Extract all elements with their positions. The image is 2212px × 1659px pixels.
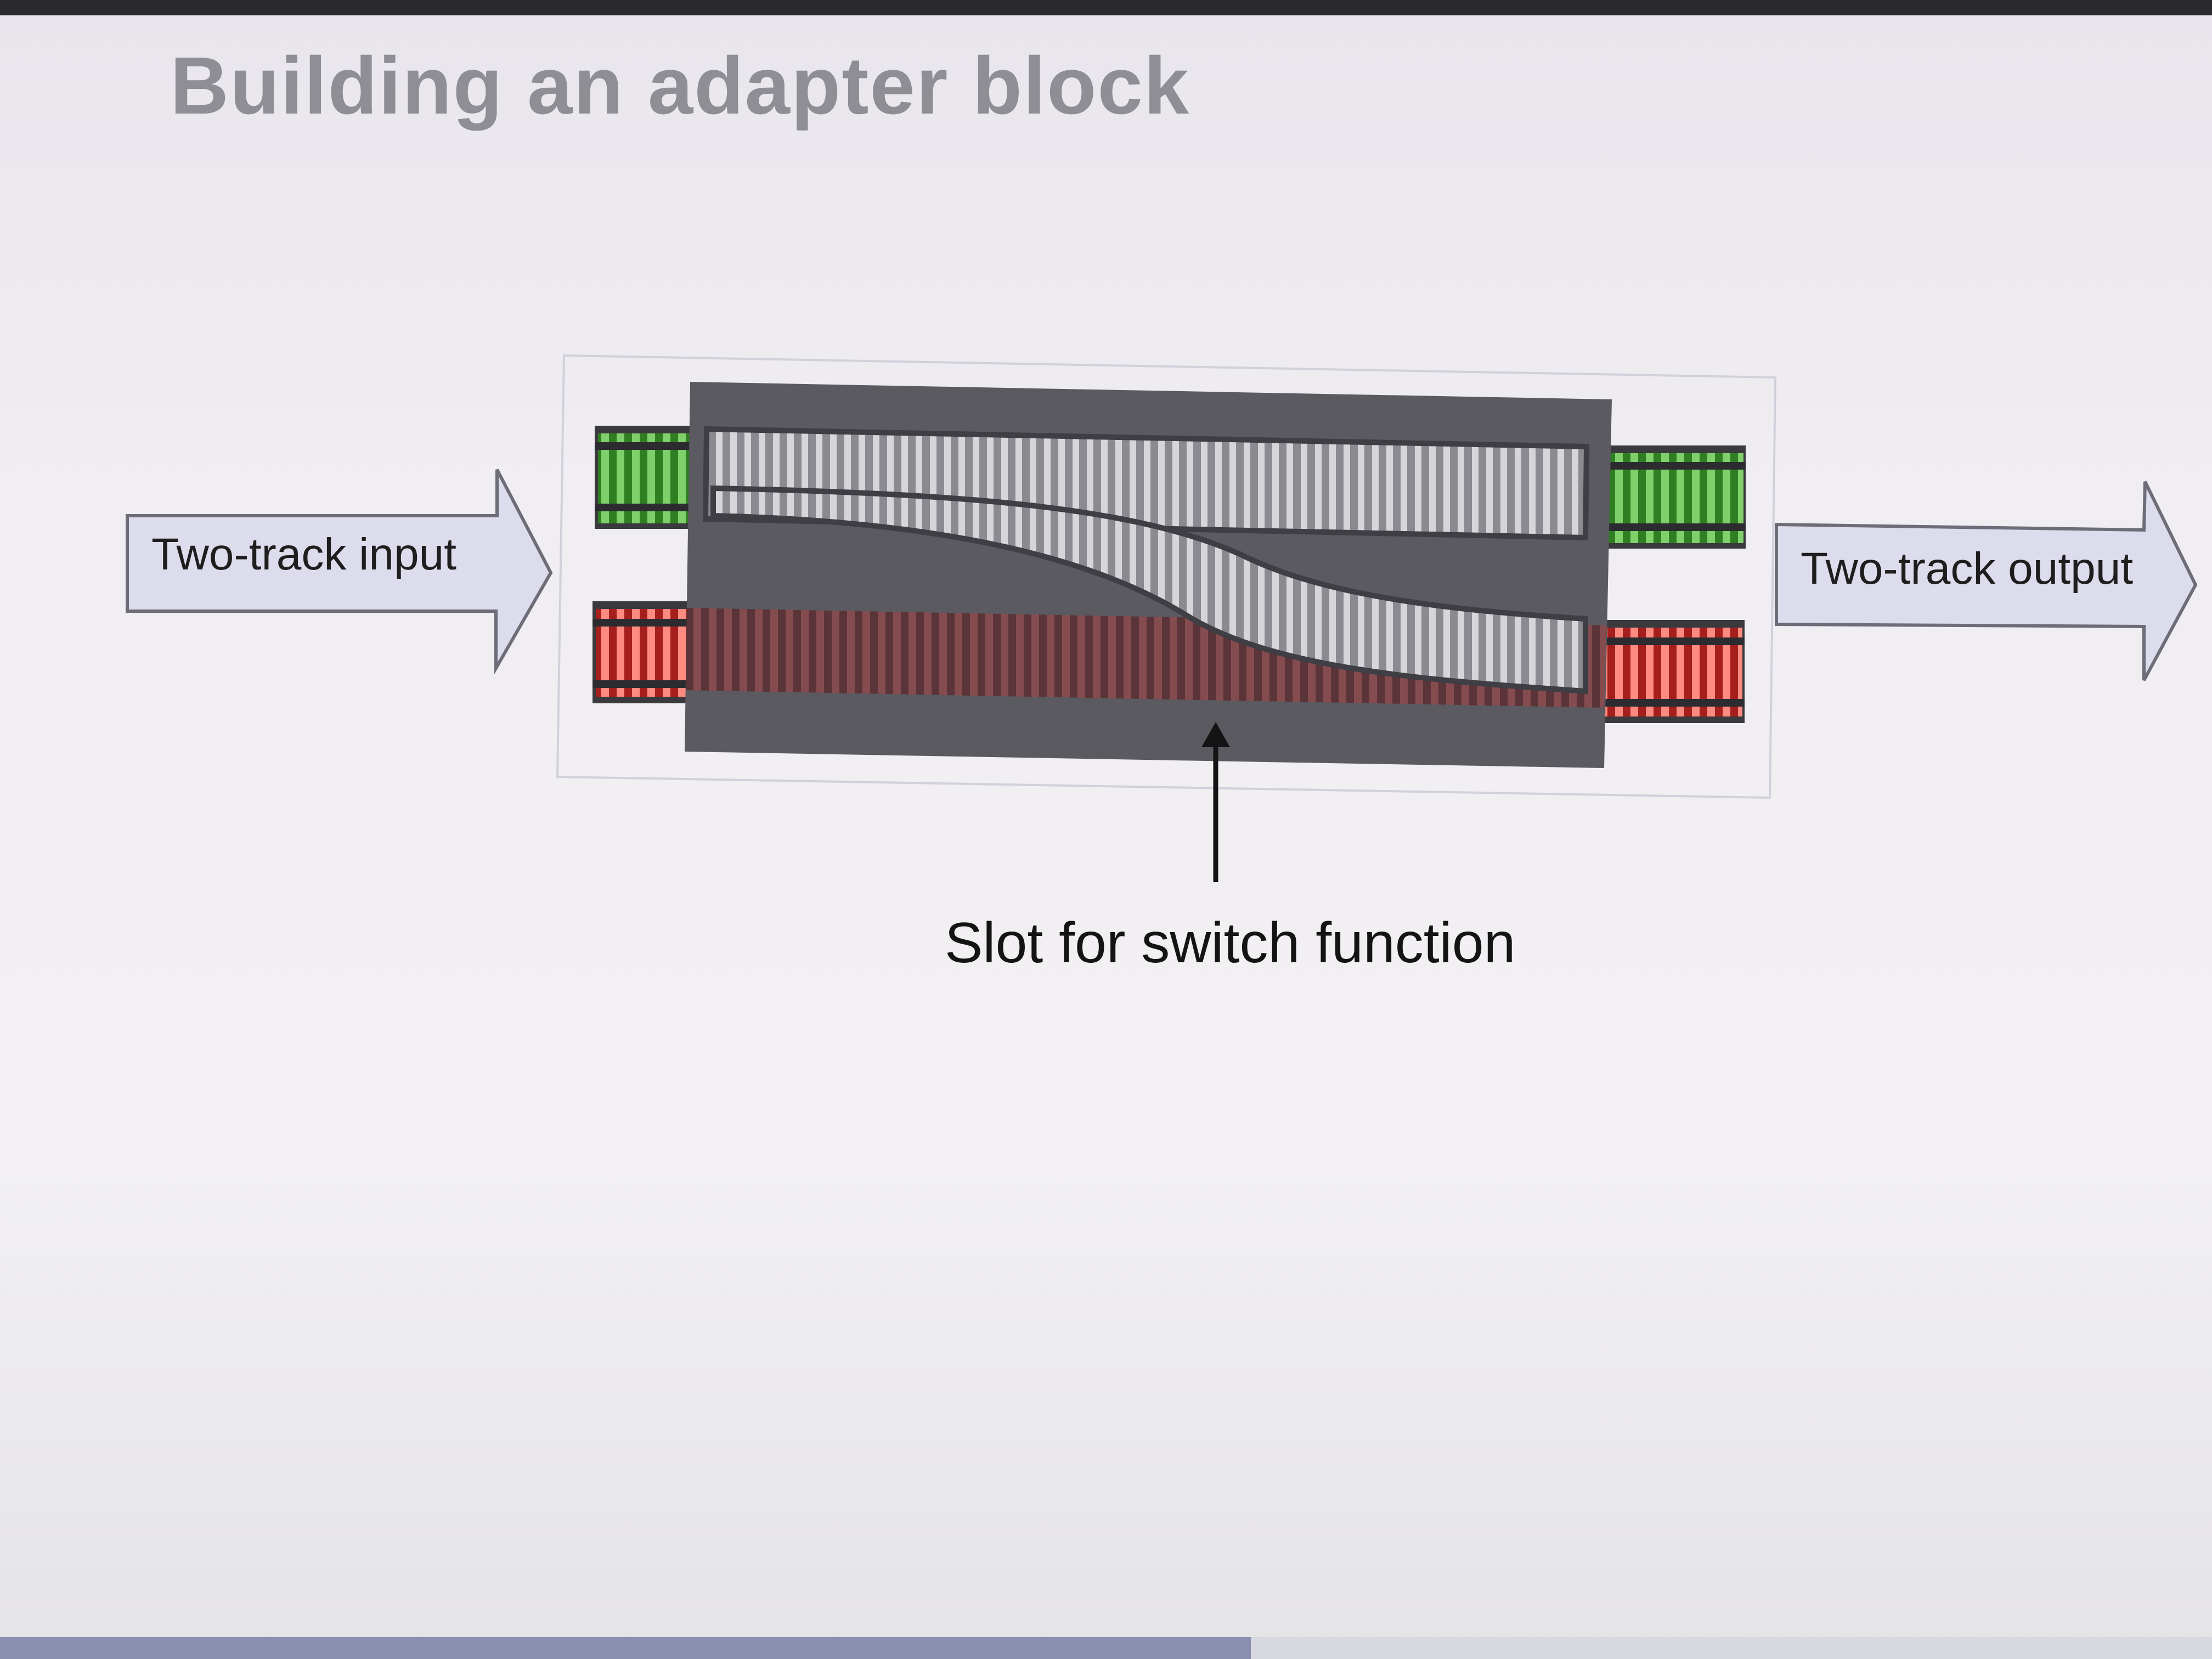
input-arrow (126, 469, 553, 675)
output-track-bottom (1601, 620, 1745, 723)
slide-title: Building an adapter block (170, 41, 1190, 131)
screen-bottom-edge (0, 1637, 2212, 1659)
input-arrow-label: Two-track input (151, 529, 456, 579)
switch-track-diverging (710, 485, 1588, 695)
slide-progress-strip (0, 1637, 1251, 1659)
input-track-top (595, 426, 695, 529)
slot-caption: Slot for switch function (945, 911, 1516, 975)
output-arrow-label: Two-track output (1801, 544, 2134, 594)
diagram-frame (556, 354, 1777, 799)
output-arrow (1775, 481, 2198, 681)
output-track-top (1605, 445, 1746, 549)
input-track-bottom (592, 601, 692, 703)
slot-pointer-arrowhead (1201, 722, 1230, 747)
screen-top-edge (0, 0, 2212, 15)
